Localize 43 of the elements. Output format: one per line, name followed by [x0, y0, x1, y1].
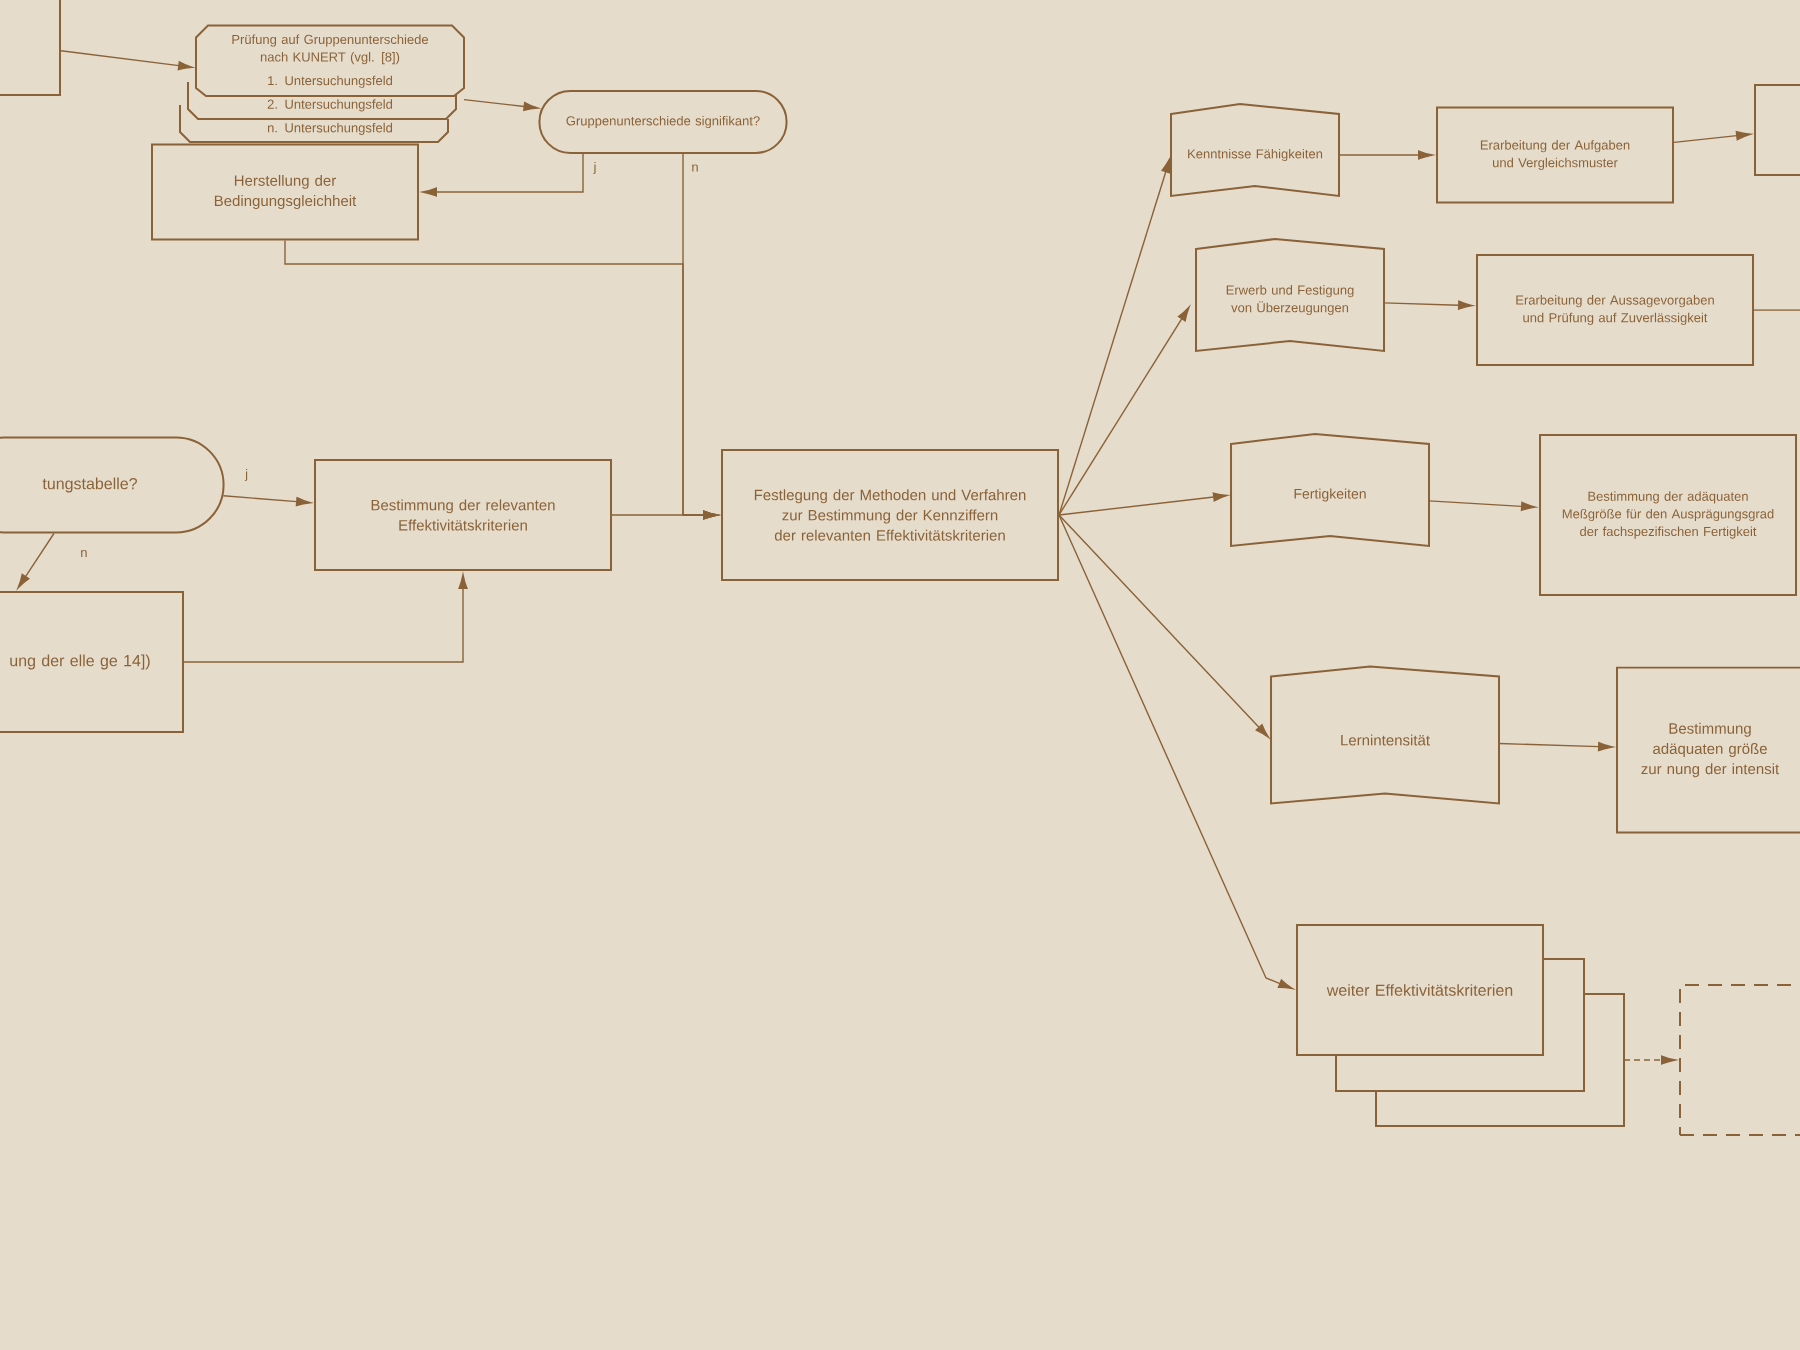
edge-label: j: [243, 466, 251, 484]
arrow: [1058, 514, 1294, 990]
flag-box: Fertigkeiten: [1230, 433, 1430, 548]
arrow: [1673, 131, 1751, 144]
process-box: Erarbeitung der Aufgaben und Vergleichsmuster: [1436, 106, 1674, 204]
decision-box: Gruppenunterschiede signifikant?: [538, 90, 788, 154]
arrow: [222, 495, 311, 507]
edge-label: j: [591, 159, 599, 177]
arrow: [611, 510, 718, 520]
arrow: [1338, 150, 1433, 160]
arrow: [1058, 514, 1270, 738]
dashed-arrow: [1623, 1055, 1676, 1065]
process-box: Festlegung der Methoden und Verfahren zur Bestimmung der Kennziffern der relevanten Effektivitätskriterien: [721, 449, 1059, 581]
stacked-box: weiter Effektivitätskriterien: [1296, 924, 1625, 1127]
arrow: [1498, 741, 1613, 752]
flag-box: Kenntnisse Fähigkeiten: [1170, 103, 1340, 198]
process-box: [1754, 84, 1800, 176]
arrow: [17, 532, 55, 589]
process-box: Bestimmung der adäquaten Meßgröße für den Ausprägungsgrad der fachspezifischen Fertigkeit: [1539, 434, 1797, 596]
arrow: [1058, 306, 1190, 516]
arrow: [1383, 300, 1473, 310]
arrow: [463, 99, 539, 112]
dashed-box: [1679, 984, 1800, 1136]
arrow: [1428, 500, 1536, 511]
arrow: [422, 153, 584, 197]
process-box: ung der elle ge 14]): [0, 591, 184, 733]
process-box: Herstellung der Bedingungsgleichheit: [151, 143, 419, 241]
edge-label: n: [689, 162, 701, 174]
arrow: [60, 50, 193, 71]
flag-box: Lernintensität: [1270, 665, 1500, 805]
process-box: Bestimmung der relevanten Effektivitätskriterien: [314, 459, 612, 571]
node-label: 2. Untersuchungsfeld: [267, 99, 393, 112]
arrow: [1058, 492, 1228, 516]
process-box: Bestimmung adäquaten größe zur nung der intensit: [1616, 666, 1800, 834]
arrow: [183, 574, 468, 663]
connector-line: [1753, 309, 1800, 311]
process-box: Erarbeitung der Aussagevorgaben und Prüfung auf Zuverlässigkeit: [1476, 254, 1754, 366]
flag-box: Erwerb und Festigung von Überzeugungen: [1195, 238, 1385, 353]
process-box: [0, 0, 61, 96]
decision-box: tungstabelle?: [0, 436, 225, 534]
edge-label: n: [78, 548, 90, 559]
arrow: [1058, 157, 1171, 516]
node-label: n. Untersuchungsfeld: [267, 122, 393, 135]
